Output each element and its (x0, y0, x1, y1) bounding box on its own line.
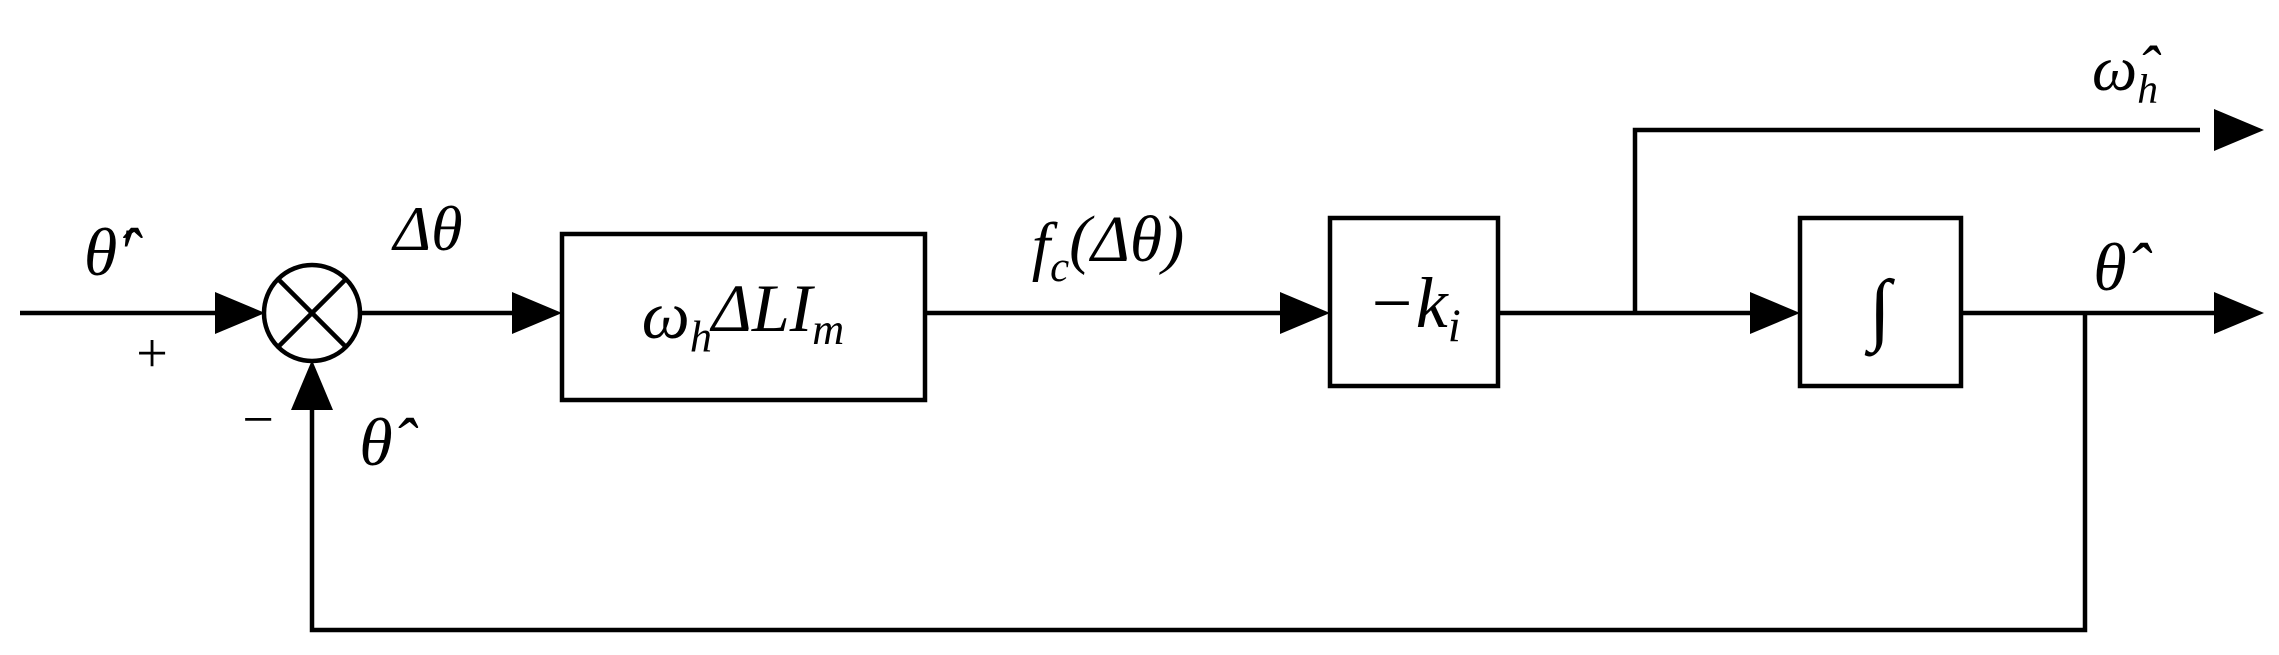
speed-output-arrowhead (2214, 109, 2264, 151)
reference-input-label: θ̂′ (84, 214, 143, 290)
integrator-symbol: ∫ (1864, 265, 1896, 357)
angle-output-arrowhead (2214, 292, 2264, 334)
speed-output-label: ω̂h​ (2092, 33, 2161, 111)
error-arrowhead (512, 292, 562, 334)
ki-block-label: −ki​ (1367, 263, 1461, 352)
angle-output-label: θ̂ (2093, 229, 2152, 305)
summing-junction (261, 262, 363, 364)
plus-sign: + (136, 323, 168, 385)
integrator-input-arrowhead (1750, 292, 1800, 334)
feedback-wire (309, 313, 2088, 633)
error-function-label: fc​(Δθ) (1032, 203, 1185, 291)
ki-block (1327, 215, 1501, 389)
gain-block-label: ωh​ΔLIm​ (642, 270, 844, 361)
error-signal-label: Δθ (391, 193, 463, 264)
gain-block (559, 231, 928, 403)
input-arrowhead (215, 292, 265, 334)
speed-branch-wire (1632, 127, 2200, 313)
feedback-label: θ̂ (359, 404, 418, 480)
integrator-block (1797, 215, 1964, 389)
minus-sign: − (242, 389, 274, 451)
feedback-arrowhead (291, 360, 333, 410)
fc-arrowhead (1280, 292, 1330, 334)
